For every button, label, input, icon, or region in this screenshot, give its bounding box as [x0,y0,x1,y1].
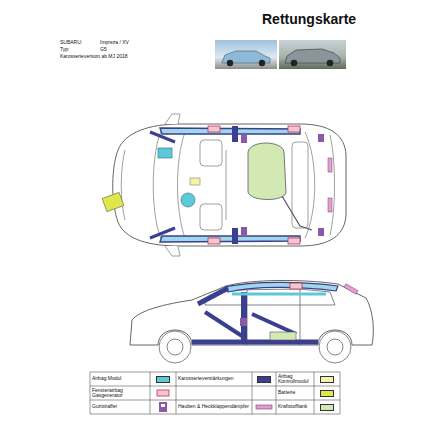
side-view-car [130,280,373,363]
legend-swatch [320,390,334,397]
legend-swatch [257,376,271,383]
header-label: Typ: [60,47,69,53]
side-view-components [192,282,358,343]
legend-swatch [156,376,170,383]
legend-text: Airbag Modul [92,376,148,382]
legend-grid [90,372,340,414]
legend-text: Hauben & Heckklappendämpfer [178,404,250,410]
legend-text: Gurtstraffer [92,404,148,410]
legend-text: Airbag Kontrollmodul [278,374,312,385]
legend-swatch [320,404,334,411]
card-title: Rettungskarte [262,12,356,27]
car-photos [215,40,346,69]
legend-text: Fensterairbag Gasgenerator [92,388,148,399]
header-label: Impreza / XV [100,40,129,46]
header-label: G5 [100,47,107,53]
legend-text: Kraftstofftank [278,404,312,410]
legend-shape-samples [157,390,272,412]
header-label: Karosserieversion ab MJ 2018 [60,54,128,60]
top-view-components [102,126,332,244]
legend-text: Karosserieverstärkungen [178,376,250,382]
top-view-car [113,114,346,256]
legend-text: Batterie [278,390,312,396]
header-label: SUBARU: [60,40,82,46]
legend-swatch [320,376,334,383]
